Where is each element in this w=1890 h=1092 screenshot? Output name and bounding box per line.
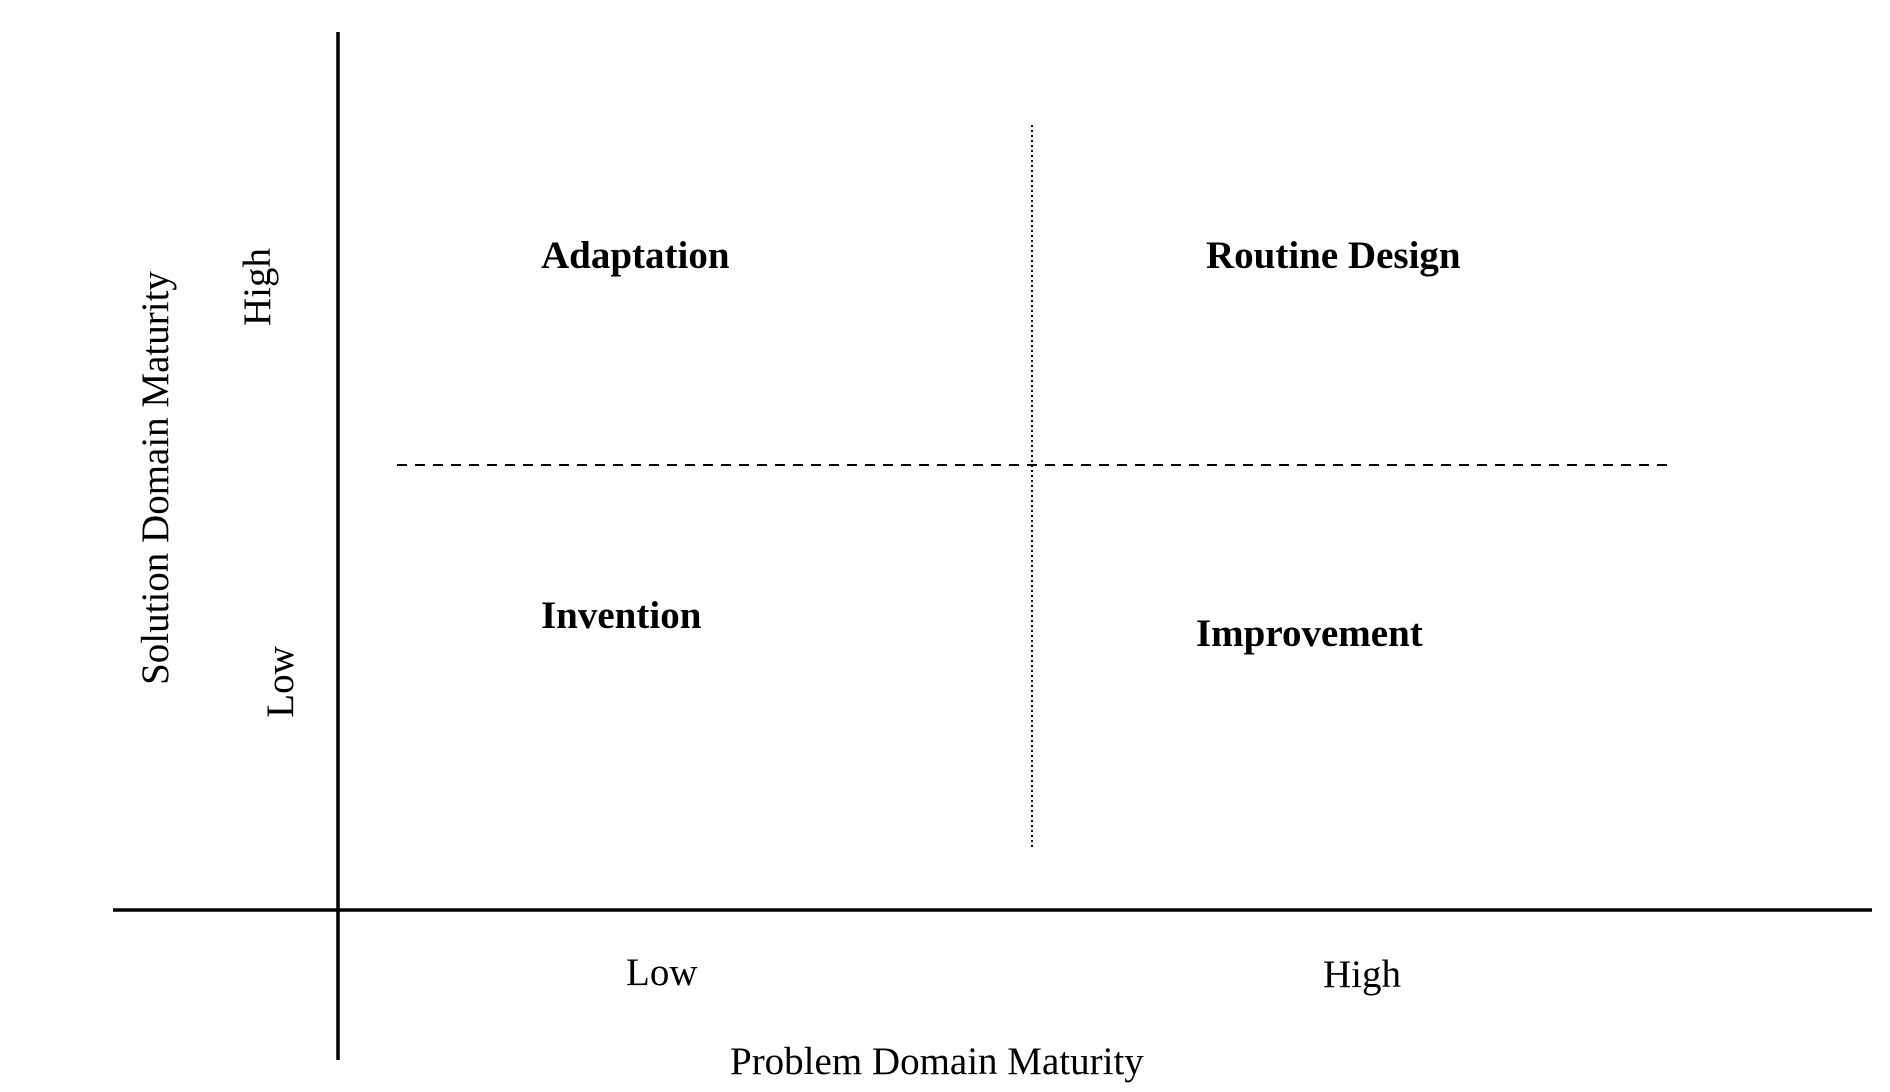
x-axis-high-label: High	[1323, 953, 1401, 996]
quadrant-top-left-label: Adaptation	[541, 234, 730, 277]
y-axis-high-label: High	[236, 248, 279, 326]
y-axis-title: Solution Domain Maturity	[134, 271, 177, 685]
quadrant-bottom-right-label: Improvement	[1196, 612, 1423, 655]
x-axis-low-label: Low	[626, 951, 698, 994]
quadrant-top-right-label: Routine Design	[1206, 234, 1461, 277]
quadrant-bottom-left-label: Invention	[541, 594, 702, 637]
y-axis-low-label: Low	[259, 646, 302, 718]
x-axis-title: Problem Domain Maturity	[730, 1040, 1144, 1083]
